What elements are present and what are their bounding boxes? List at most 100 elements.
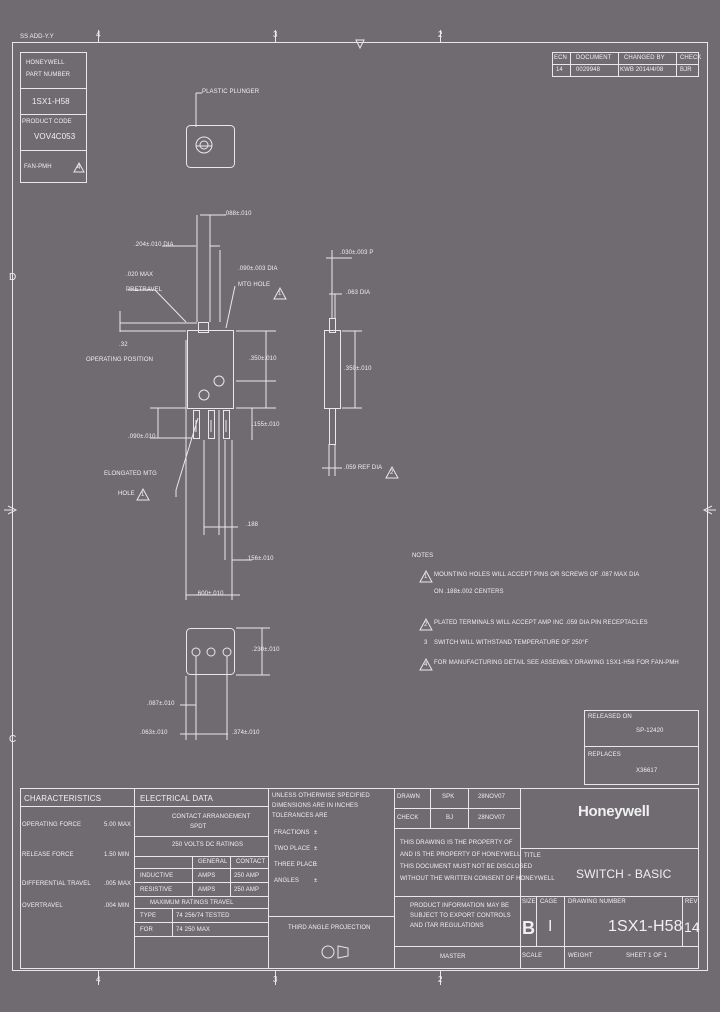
proprietary-text: THIS DOCUMENT MUST NOT BE DISCLOSED xyxy=(400,864,533,870)
sheet-border xyxy=(12,42,708,971)
electrical-std-label: TYPE xyxy=(140,913,157,919)
title-label: TITLE xyxy=(524,853,541,859)
callout: .204±.010 DIA xyxy=(134,242,174,248)
size-value: B xyxy=(522,918,536,938)
approval-name: SPK xyxy=(442,794,455,800)
callout: MTG HOLE xyxy=(238,282,271,288)
tolerance-value: ± xyxy=(314,830,318,836)
zone-number: 2 xyxy=(438,975,443,984)
callout: .088±.010 xyxy=(224,211,252,217)
tolerance-label: THREE PLACE xyxy=(274,862,317,868)
proprietary-text: AND IS THE PROPERTY OF HONEYWELL xyxy=(400,852,521,858)
electrical-rating: 250 VOLTS DC RATINGS xyxy=(172,842,244,848)
electrical-row-label: INDUCTIVE xyxy=(140,873,174,879)
export-note: SUBJECT TO EXPORT CONTROLS xyxy=(410,913,511,919)
callout: ELONGATED MTG xyxy=(104,471,157,477)
callout: .188 xyxy=(246,522,259,528)
tolerance-value: ± xyxy=(314,878,318,884)
rev-label: REV xyxy=(685,899,698,905)
callout: .32 xyxy=(119,342,128,348)
sheet-count: SHEET 1 OF 1 xyxy=(626,953,668,959)
callout: .374±.010 xyxy=(232,730,260,736)
callout: .350±.010 xyxy=(249,356,277,362)
electrical-row-label: RESISTIVE xyxy=(140,887,173,893)
callout: .059 REF DIA xyxy=(344,465,383,471)
proprietary-text: THIS DRAWING IS THE PROPERTY OF xyxy=(400,840,513,846)
electrical-contact: CONTACT ARRANGEMENT xyxy=(172,814,251,820)
approval-role: CHECK xyxy=(397,815,419,821)
rev-header: CHANGED BY xyxy=(624,55,665,61)
char-value: .004 MIN xyxy=(104,903,130,909)
note-marker: 1 xyxy=(278,291,282,297)
callout: .350±.010 xyxy=(344,366,372,372)
note-marker: 3 xyxy=(424,640,428,646)
note-line: ON .188±.002 CENTERS xyxy=(434,589,504,595)
rev-cell: BJR xyxy=(680,67,692,73)
weight-label: WEIGHT xyxy=(568,953,593,959)
char-label: DIFFERENTIAL TRAVEL xyxy=(22,881,91,887)
electrical-header: ELECTRICAL DATA xyxy=(140,794,213,803)
notes-title: NOTES xyxy=(412,553,434,559)
replaces-value: X36617 xyxy=(636,768,658,774)
product-code: VOV4C053 xyxy=(34,132,76,141)
callout: .156±.010 xyxy=(246,556,274,562)
rev-header: CHECK xyxy=(680,55,702,61)
note-marker: 2 xyxy=(424,622,428,628)
proprietary-text: WITHOUT THE WRITTEN CONSENT OF HONEYWELL xyxy=(400,876,555,882)
callout: PRETRAVEL xyxy=(126,287,163,293)
note-line: FOR MANUFACTURING DETAIL SEE ASSEMBLY DR… xyxy=(434,660,679,666)
callout: .087±.010 xyxy=(147,701,175,707)
electrical-cell: AMPS xyxy=(198,887,216,893)
zone-number: 2 xyxy=(438,30,443,39)
note-line: MOUNTING HOLES WILL ACCEPT PINS OR SCREW… xyxy=(434,572,640,578)
approval-date: 28NOV07 xyxy=(478,815,506,821)
export-note: AND ITAR REGULATIONS xyxy=(410,923,484,929)
callout: .155±.010 xyxy=(252,422,280,428)
tolerance-value: ± xyxy=(314,846,318,852)
approval-name: BJ xyxy=(446,815,454,821)
drawing-number: 1SX1-H58 xyxy=(608,918,683,935)
cage-value: I xyxy=(548,918,553,935)
callout: .090±.010 xyxy=(128,434,156,440)
char-value: 1.50 MIN xyxy=(104,852,130,858)
electrical-cell: AMPS xyxy=(198,873,216,879)
electrical-approval: MAXIMUM RATINGS TRAVEL xyxy=(150,900,234,906)
callout: .063±.010 xyxy=(140,730,168,736)
part-number: 1SX1-H58 xyxy=(32,97,70,106)
callout: .030±.003 P xyxy=(340,250,374,256)
electrical-col: GENERAL xyxy=(198,859,228,865)
zone-letter: C xyxy=(9,734,17,745)
callout: .063 DIA xyxy=(346,290,371,296)
dwg-label: DRAWING NUMBER xyxy=(568,899,626,905)
note-marker: 1 xyxy=(141,492,145,498)
projection-label: THIRD ANGLE PROJECTION xyxy=(288,925,371,931)
tolerance-text: DIMENSIONS ARE IN INCHES xyxy=(272,803,359,809)
char-label: OVERTRAVEL xyxy=(22,903,63,909)
scale-label: SCALE xyxy=(522,953,543,959)
approval-date: 28NOV07 xyxy=(478,794,506,800)
released-label: RELEASED ON xyxy=(588,714,632,720)
zone-number: 4 xyxy=(96,30,101,39)
note-line: SWITCH WILL WITHSTAND TEMPERATURE OF 250… xyxy=(434,640,589,646)
callout: HOLE xyxy=(118,491,135,497)
replaces-label: REPLACES xyxy=(588,752,621,758)
note-marker: 2 xyxy=(390,470,394,476)
part-box-label: PRODUCT CODE xyxy=(22,119,72,125)
electrical-cell: 250 AMP xyxy=(234,873,260,879)
callout: PLASTIC PLUNGER xyxy=(202,89,260,95)
company-logo: Honeywell xyxy=(578,803,650,820)
callout: .020 MAX xyxy=(126,272,154,278)
zone-number: 4 xyxy=(96,975,101,984)
char-label: OPERATING FORCE xyxy=(22,822,82,828)
note-marker: 1 xyxy=(424,574,428,580)
rev-value: 14 xyxy=(684,919,700,935)
note-marker: 4 xyxy=(424,662,428,668)
electrical-col: CONTACT xyxy=(236,859,266,865)
approval-role: DRAWN xyxy=(397,794,420,800)
callout: .230±.010 xyxy=(252,647,280,653)
cage-label: CAGE xyxy=(540,899,558,905)
electrical-cell: 250 AMP xyxy=(234,887,260,893)
rev-header: DOCUMENT xyxy=(576,55,612,61)
